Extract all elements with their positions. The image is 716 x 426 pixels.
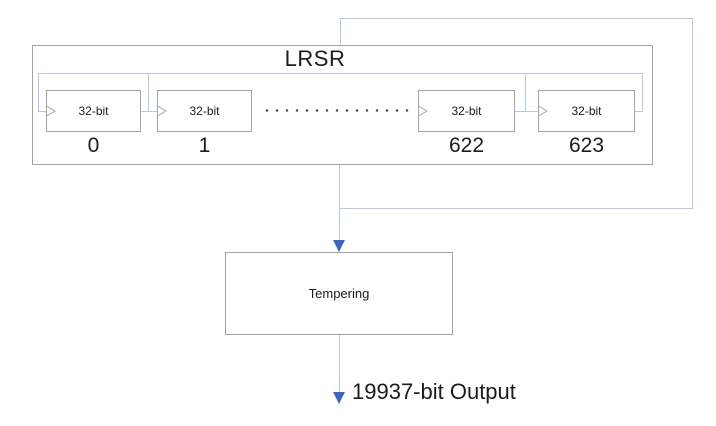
register-index-label: 0 xyxy=(87,134,100,157)
recurrence-tap-line-622 xyxy=(525,73,526,111)
feedback-loop-top-line xyxy=(340,18,693,19)
feedback-loop-bottom-line xyxy=(340,208,693,209)
register-block-1: 32-bit xyxy=(157,90,252,132)
clock-input-icon xyxy=(538,105,548,117)
down-arrow-icon xyxy=(333,392,345,404)
tempering-label: Tempering xyxy=(308,286,370,301)
recurrence-drop-input xyxy=(38,73,39,111)
register-index-label: 623 xyxy=(568,134,605,157)
register-index-label: 622 xyxy=(448,134,485,157)
register-bit-label: 32-bit xyxy=(571,104,602,118)
clock-input-icon xyxy=(418,105,428,117)
lrsr-title: LRSR xyxy=(284,46,346,71)
ellipsis-dots xyxy=(262,109,414,112)
output-label: 19937-bit Output xyxy=(352,379,516,404)
inter-register-wire-622-623 xyxy=(515,111,538,112)
inter-register-wire-0-1 xyxy=(141,111,158,112)
output-line-upper xyxy=(339,165,340,241)
down-arrow-icon xyxy=(333,240,345,252)
clock-input-icon xyxy=(46,105,56,117)
register-bit-label: 32-bit xyxy=(78,104,109,118)
register-block-0: 32-bit xyxy=(46,90,141,132)
register-block-622: 32-bit xyxy=(418,90,515,132)
register-index-label: 1 xyxy=(198,134,211,157)
feedback-loop-right-line xyxy=(692,18,693,209)
register-bit-label: 32-bit xyxy=(189,104,220,118)
recurrence-top-line xyxy=(38,73,643,74)
recurrence-rise-output xyxy=(642,73,643,111)
clock-input-icon xyxy=(157,105,167,117)
register-block-623: 32-bit xyxy=(538,90,635,132)
recurrence-stub-output xyxy=(635,111,643,112)
output-line-lower xyxy=(339,335,340,393)
recurrence-stub-input xyxy=(38,111,47,112)
register-bit-label: 32-bit xyxy=(451,104,482,118)
feedback-loop-left-stub xyxy=(340,18,341,45)
recurrence-tap-line-1 xyxy=(148,73,149,111)
tempering-box: Tempering xyxy=(225,252,453,335)
